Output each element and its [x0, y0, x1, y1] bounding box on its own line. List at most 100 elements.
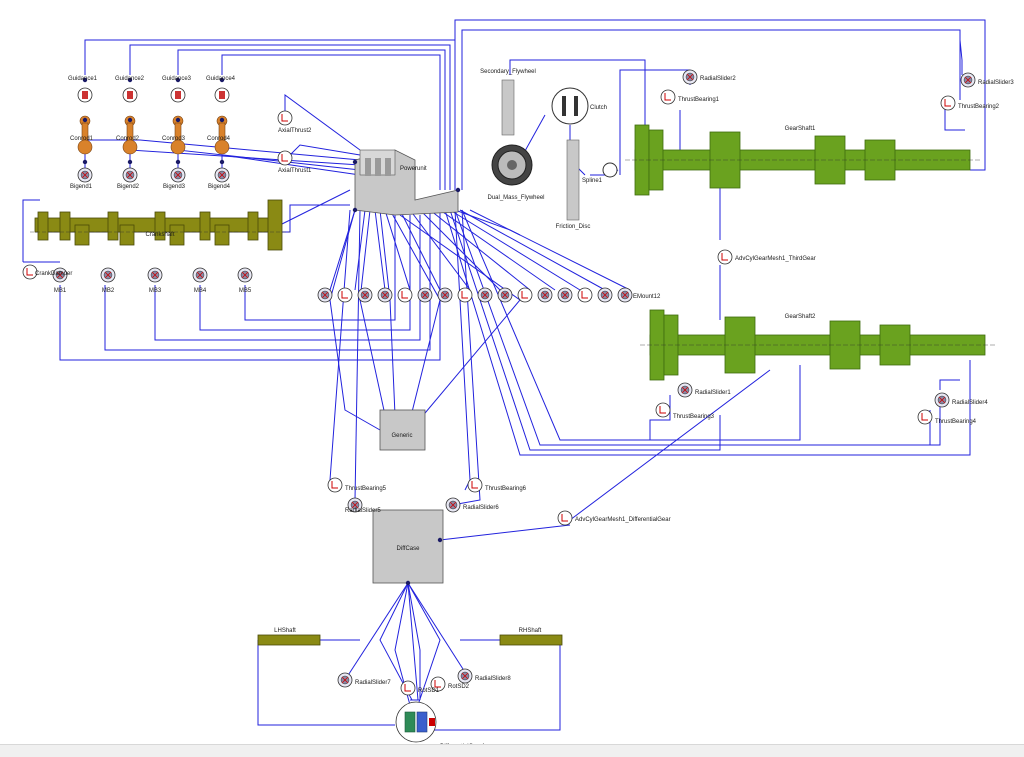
thrust-ring: [517, 287, 533, 303]
connection-wire: [379, 209, 396, 416]
bearing-cross: [541, 291, 549, 299]
thrust-mark: [561, 514, 568, 522]
crank-web: [154, 211, 166, 241]
connection-wire: [454, 209, 521, 236]
engine-block-icon: [354, 149, 459, 216]
connection-wire: [569, 369, 771, 521]
friction-disc-icon: [566, 139, 580, 221]
engine-fin: [385, 158, 391, 176]
bigend-bearing-icon: [170, 167, 186, 183]
connection-wires: [22, 19, 986, 731]
label-generic: Generic: [391, 433, 412, 439]
bearing-cross: [104, 271, 112, 279]
bigend-bearing-icon: [214, 167, 230, 183]
thrust-mark: [401, 291, 408, 299]
engine-mount-icon: [537, 287, 553, 303]
connection-wire: [177, 49, 446, 190]
gearshaft1-icon: [625, 124, 980, 196]
connection-wire: [329, 209, 356, 291]
connection-wire: [451, 209, 481, 506]
radial-slider-icon: [677, 382, 693, 398]
generic-body: [379, 409, 426, 451]
label-radialslider4: RadialSlider4: [952, 400, 988, 406]
connection-node: [219, 77, 225, 83]
bearing-cross: [174, 171, 182, 179]
engine-mount-icon: [497, 287, 513, 303]
connection-wire: [959, 39, 963, 75]
connection-wire: [244, 215, 396, 321]
connection-wire: [384, 209, 411, 291]
thrust-ring: [400, 680, 416, 696]
bearing-cross: [321, 291, 329, 299]
connection-node: [82, 159, 88, 165]
connection-wire: [407, 582, 419, 701]
connection-node: [219, 159, 225, 165]
thrust-mark: [331, 481, 338, 489]
differential-gear-icon: [395, 701, 437, 743]
connection-node: [405, 580, 411, 586]
bigend-bearing-icon: [122, 167, 138, 183]
label-thrustbearing5: ThrustBearing5: [345, 486, 387, 492]
guidance-block: [127, 91, 133, 99]
bearing-cross: [421, 291, 429, 299]
thrust-bearing-icon: [467, 477, 483, 493]
label-emount12: EMount12: [633, 294, 661, 300]
connection-wire: [509, 59, 646, 150]
guidance-icon: [77, 87, 93, 103]
thrust-mark: [921, 413, 928, 421]
label-radialslider5: RadialSlider5: [345, 508, 381, 514]
main-bearing-icon: [147, 267, 163, 283]
connection-wire: [429, 209, 531, 291]
rotational-spring-damper-icon: [430, 676, 446, 692]
label-lhshaft: LHShaft: [274, 628, 296, 634]
connection-wire: [284, 94, 361, 151]
axial-thrust-icon: [277, 150, 293, 166]
label-axialthrust1: AxialThrust1: [278, 168, 312, 174]
guidance-block: [219, 91, 225, 99]
connection-wire: [374, 209, 386, 291]
connection-wire: [329, 209, 381, 431]
bearing-cross: [341, 676, 349, 684]
connection-node: [352, 159, 358, 165]
connection-wire: [269, 189, 351, 231]
connection-node: [82, 117, 88, 123]
connection-node: [127, 117, 133, 123]
thrust-bearing-icon: [917, 409, 933, 425]
crank-pin: [119, 224, 135, 246]
bearing-cross: [601, 291, 609, 299]
label-thrustbearing2: ThrustBearing2: [958, 104, 1000, 110]
radial-slider-icon: [682, 69, 698, 85]
connection-wire: [354, 209, 366, 291]
conrod-icon: [214, 115, 230, 155]
main-bearing-icon: [192, 267, 208, 283]
label-conrod1: Conrod1: [70, 136, 94, 142]
clutch-plate: [574, 96, 578, 116]
main-bearing-icon: [52, 267, 68, 283]
connection-wire: [399, 209, 441, 291]
connection-node: [437, 537, 443, 543]
diffgear-right: [416, 711, 428, 733]
bearing-nodes: [22, 69, 976, 696]
radial-slider-icon: [934, 392, 950, 408]
lhshaft-icon: [257, 634, 321, 646]
clutch-icon: [551, 87, 589, 125]
connection-wire: [359, 209, 386, 416]
label-rhshaft: RHShaft: [519, 628, 542, 634]
axial-thrust-icon: [277, 110, 293, 126]
thrust-ring: [397, 287, 413, 303]
connection-wire: [454, 209, 941, 446]
thrust-mark: [434, 680, 441, 688]
flywheel-hub: [507, 160, 517, 170]
bearing-cross: [501, 291, 509, 299]
connection-wire: [454, 19, 986, 190]
bearing-cross: [964, 76, 972, 84]
thrust-ring: [337, 287, 353, 303]
connection-wire: [439, 524, 571, 541]
connection-wire: [199, 215, 411, 331]
thrust-mark: [461, 291, 468, 299]
guidance-icon: [170, 87, 186, 103]
thrust-mark: [659, 406, 666, 414]
rhshaft-icon: [499, 634, 563, 646]
connection-wire: [439, 209, 556, 291]
gear-mesh-icon: [557, 510, 573, 526]
